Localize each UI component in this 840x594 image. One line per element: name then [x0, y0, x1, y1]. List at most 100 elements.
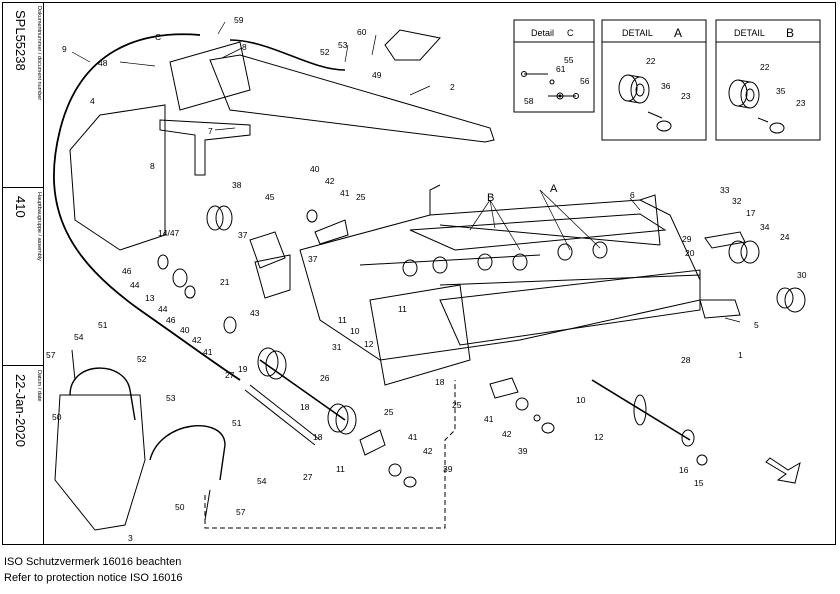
lower-guard [54, 394, 146, 531]
callout: 10 [576, 395, 586, 405]
callout: 3 [128, 533, 133, 543]
detail-a-box [601, 19, 707, 141]
cable-part [53, 33, 241, 381]
detail-c-box [513, 19, 595, 113]
callout: 42 [192, 335, 202, 345]
callout: 52 [137, 354, 147, 364]
callout: 5 [754, 320, 759, 330]
callout: 46 [122, 266, 132, 276]
guard-part [69, 104, 166, 251]
callout: 40 [310, 164, 320, 174]
callout: 41 [484, 414, 494, 424]
callout: 44 [158, 304, 168, 314]
detail-c-title: Detail [531, 28, 554, 38]
callout: B [487, 192, 494, 204]
callout: 14/47 [158, 228, 180, 238]
callout: 31 [332, 342, 342, 352]
protection-notice-en: Refer to protection notice ISO 16016 [4, 572, 183, 584]
callout: 30 [797, 270, 807, 280]
assembly-cell: Hauptbaugruppe / assembly 410 [2, 188, 43, 366]
callout: 7 [208, 126, 213, 136]
callout: 57 [236, 507, 246, 517]
callout: 58 [524, 96, 534, 106]
callout-labels: 59 8 9 48 C 60 53 52 49 2 4 7 8 38 45 40… [46, 15, 807, 543]
callout: 33 [720, 185, 730, 195]
arm-bracket [169, 41, 251, 111]
callout: 19 [238, 364, 248, 374]
callout: 43 [250, 308, 260, 318]
callout: 15 [694, 478, 704, 488]
side-plate [369, 284, 471, 386]
callout: 57 [46, 350, 56, 360]
callout: 22 [760, 62, 770, 72]
callout: 39 [518, 446, 528, 456]
callout: 23 [796, 98, 806, 108]
callout: 18 [435, 377, 445, 387]
callout: 22 [646, 56, 656, 66]
detail-a-title: DETAIL [622, 28, 653, 38]
callout: 8 [242, 42, 247, 52]
callout: 49 [372, 70, 382, 80]
protection-notice-de: ISO Schutzvermerk 16016 beachten [4, 556, 182, 568]
callout: 17 [746, 208, 756, 218]
callout: 26 [320, 373, 330, 383]
callout: 48 [98, 58, 108, 68]
arm-part [209, 54, 495, 143]
detail-c-letter: C [567, 28, 574, 38]
callout: 41 [203, 347, 213, 357]
callout: 25 [452, 400, 462, 410]
callout: 21 [220, 277, 230, 287]
callout: 2 [450, 82, 455, 92]
callout: 29 [682, 234, 692, 244]
detail-b-letter: B [786, 26, 794, 40]
callout: 39 [443, 464, 453, 474]
callout: 51 [232, 418, 242, 428]
callout: 50 [52, 412, 62, 422]
detail-b-box [715, 19, 821, 141]
callout: C [155, 32, 161, 42]
callout: 59 [234, 15, 244, 25]
callout: 55 [564, 55, 574, 65]
callout: 53 [166, 393, 176, 403]
callout: 18 [300, 402, 310, 412]
callout: 24 [780, 232, 790, 242]
title-block-sidebar: Dokumentnummer / document number SPL5523… [2, 2, 44, 545]
callout: 18 [313, 432, 323, 442]
callout: 8 [150, 161, 155, 171]
callout: 42 [502, 429, 512, 439]
doc-number-cell: Dokumentnummer / document number SPL5523… [2, 2, 43, 188]
callout: 11 [398, 304, 407, 314]
callout: 41 [408, 432, 418, 442]
callout: 42 [325, 176, 335, 186]
callout: A [550, 183, 558, 195]
callout: 25 [356, 192, 366, 202]
drawing-frame [2, 2, 836, 545]
detail-b-title: DETAIL [734, 28, 765, 38]
callout: 23 [681, 91, 691, 101]
callout: 46 [166, 315, 176, 325]
callout: 51 [98, 320, 108, 330]
callout: 41 [340, 188, 350, 198]
callout: 44 [130, 280, 140, 290]
callout: 6 [630, 190, 635, 200]
callout: 10 [350, 326, 360, 336]
callout: 37 [308, 254, 318, 264]
callout: 27 [225, 370, 235, 380]
callout: 34 [760, 222, 770, 232]
callout: 53 [338, 40, 348, 50]
callout: 9 [62, 44, 67, 54]
callout: 36 [661, 81, 671, 91]
callout: 25 [384, 407, 394, 417]
callout: 54 [74, 332, 84, 342]
callout: 16 [679, 465, 689, 475]
callout: 40 [180, 325, 190, 335]
callout: 52 [320, 47, 330, 57]
callout: 12 [364, 339, 374, 349]
callout: 28 [681, 355, 691, 365]
callout: 45 [265, 192, 275, 202]
callout: 32 [732, 196, 742, 206]
callout: 12 [594, 432, 604, 442]
callout: 13 [145, 293, 155, 303]
callout: 56 [580, 76, 590, 86]
